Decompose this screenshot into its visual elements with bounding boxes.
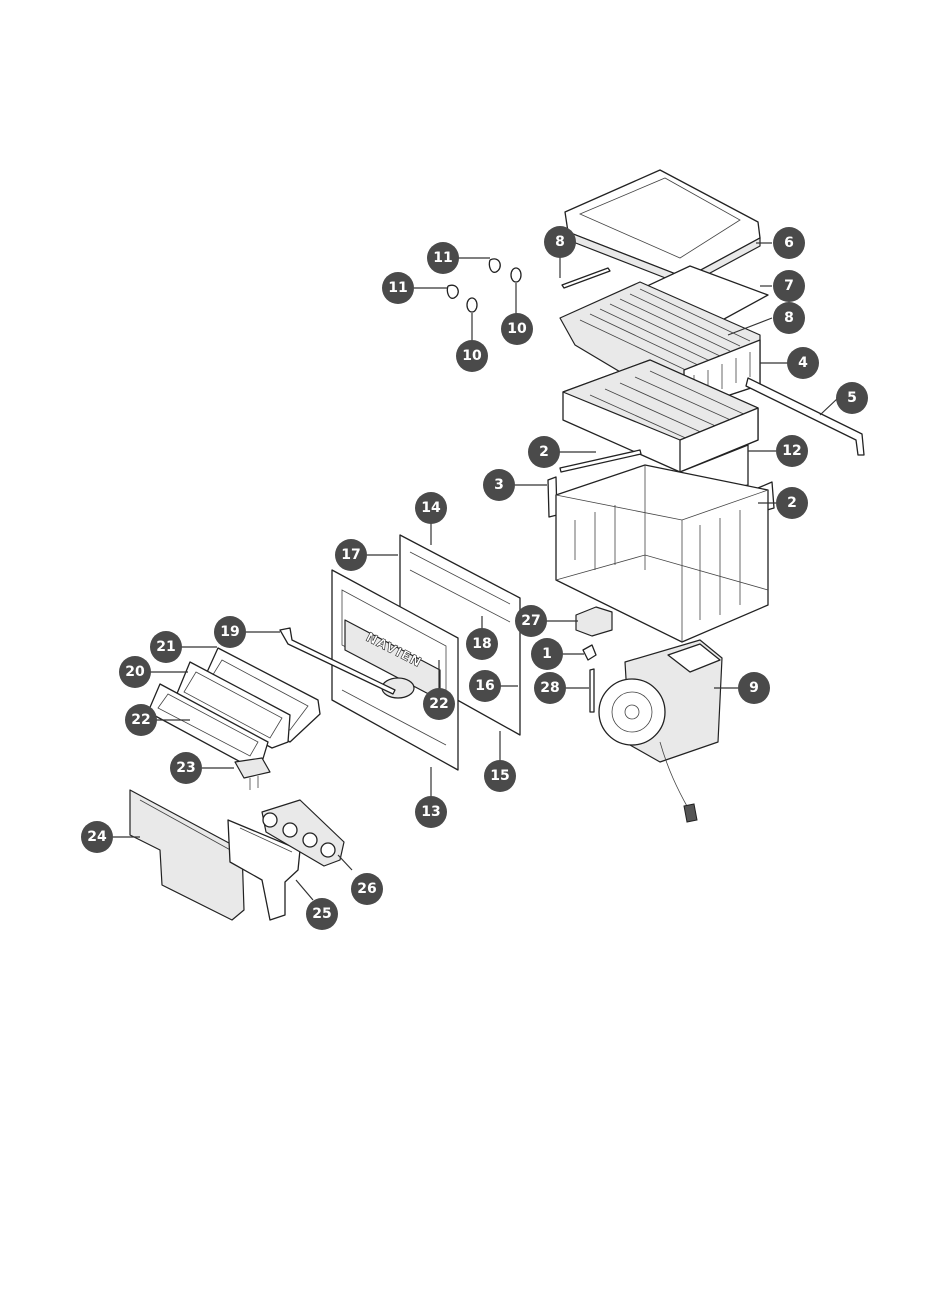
svg-text:10: 10 <box>507 321 527 337</box>
callout-8-right: 8 <box>773 302 805 334</box>
svg-text:25: 25 <box>312 906 331 922</box>
callout-10-right: 10 <box>501 313 533 345</box>
svg-text:6: 6 <box>784 235 794 251</box>
svg-text:26: 26 <box>357 881 376 897</box>
svg-text:27: 27 <box>521 613 540 629</box>
svg-text:21: 21 <box>156 639 175 655</box>
callout-22-left: 22 <box>125 704 157 736</box>
callout-27: 27 <box>515 605 547 637</box>
callout-24: 24 <box>81 821 113 853</box>
callout-6: 6 <box>773 227 805 259</box>
svg-text:2: 2 <box>787 495 797 511</box>
svg-text:22: 22 <box>429 696 448 712</box>
svg-text:1: 1 <box>542 646 552 662</box>
svg-text:10: 10 <box>462 348 482 364</box>
svg-text:13: 13 <box>421 804 440 820</box>
callout-1: 1 <box>531 638 563 670</box>
callout-25: 25 <box>306 898 338 930</box>
callout-13: 13 <box>415 796 447 828</box>
svg-text:15: 15 <box>490 768 509 784</box>
svg-text:17: 17 <box>341 547 360 563</box>
svg-text:4: 4 <box>798 355 808 371</box>
part-top-cover <box>565 170 760 286</box>
svg-text:8: 8 <box>555 234 565 250</box>
callout-21: 21 <box>150 631 182 663</box>
svg-text:18: 18 <box>472 636 491 652</box>
callout-4: 4 <box>787 347 819 379</box>
svg-text:9: 9 <box>749 680 759 696</box>
part-igniter <box>235 758 270 790</box>
part-rod-left <box>562 268 610 288</box>
svg-text:8: 8 <box>784 310 794 326</box>
svg-text:23: 23 <box>176 760 195 776</box>
part-o-ring-b <box>467 298 477 312</box>
callout-17: 17 <box>335 539 367 571</box>
callout-19: 19 <box>214 616 246 648</box>
callout-8-left: 8 <box>544 226 576 258</box>
part-clip-ring-b <box>447 285 458 298</box>
part-blower-fan <box>599 640 722 822</box>
callout-2-left: 2 <box>528 436 560 468</box>
svg-text:22: 22 <box>131 712 150 728</box>
svg-text:3: 3 <box>494 477 504 493</box>
callout-5: 5 <box>836 382 868 414</box>
callout-12: 12 <box>776 435 808 467</box>
callout-28: 28 <box>534 672 566 704</box>
callout-7: 7 <box>773 270 805 302</box>
part-o-ring-a <box>511 268 521 282</box>
callout-9: 9 <box>738 672 770 704</box>
part-sensor-module <box>576 607 612 636</box>
svg-text:28: 28 <box>540 680 559 696</box>
callout-15: 15 <box>484 760 516 792</box>
svg-text:5: 5 <box>847 390 857 406</box>
callout-16: 16 <box>469 670 501 702</box>
svg-text:14: 14 <box>421 500 441 516</box>
callout-26: 26 <box>351 873 383 905</box>
callout-3: 3 <box>483 469 515 501</box>
svg-text:11: 11 <box>433 250 452 266</box>
part-pin <box>590 669 594 712</box>
callout-23: 23 <box>170 752 202 784</box>
callout-14: 14 <box>415 492 447 524</box>
callout-11-left: 11 <box>382 272 414 304</box>
svg-text:20: 20 <box>125 664 145 680</box>
callout-11-top: 11 <box>427 242 459 274</box>
svg-text:12: 12 <box>782 443 801 459</box>
svg-text:16: 16 <box>475 678 494 694</box>
part-clip-ring-a <box>489 259 500 272</box>
part-gasket-strip-left <box>560 450 641 472</box>
svg-text:19: 19 <box>220 624 239 640</box>
part-clip <box>583 645 596 660</box>
svg-text:7: 7 <box>784 278 794 294</box>
svg-text:2: 2 <box>539 444 549 460</box>
part-manifold-plate <box>130 790 244 920</box>
callout-20: 20 <box>119 656 151 688</box>
svg-text:11: 11 <box>388 280 407 296</box>
svg-text:24: 24 <box>87 829 107 845</box>
callout-2-right: 2 <box>776 487 808 519</box>
callout-10-left: 10 <box>456 340 488 372</box>
callout-18: 18 <box>466 628 498 660</box>
callout-22-right: 22 <box>423 688 455 720</box>
